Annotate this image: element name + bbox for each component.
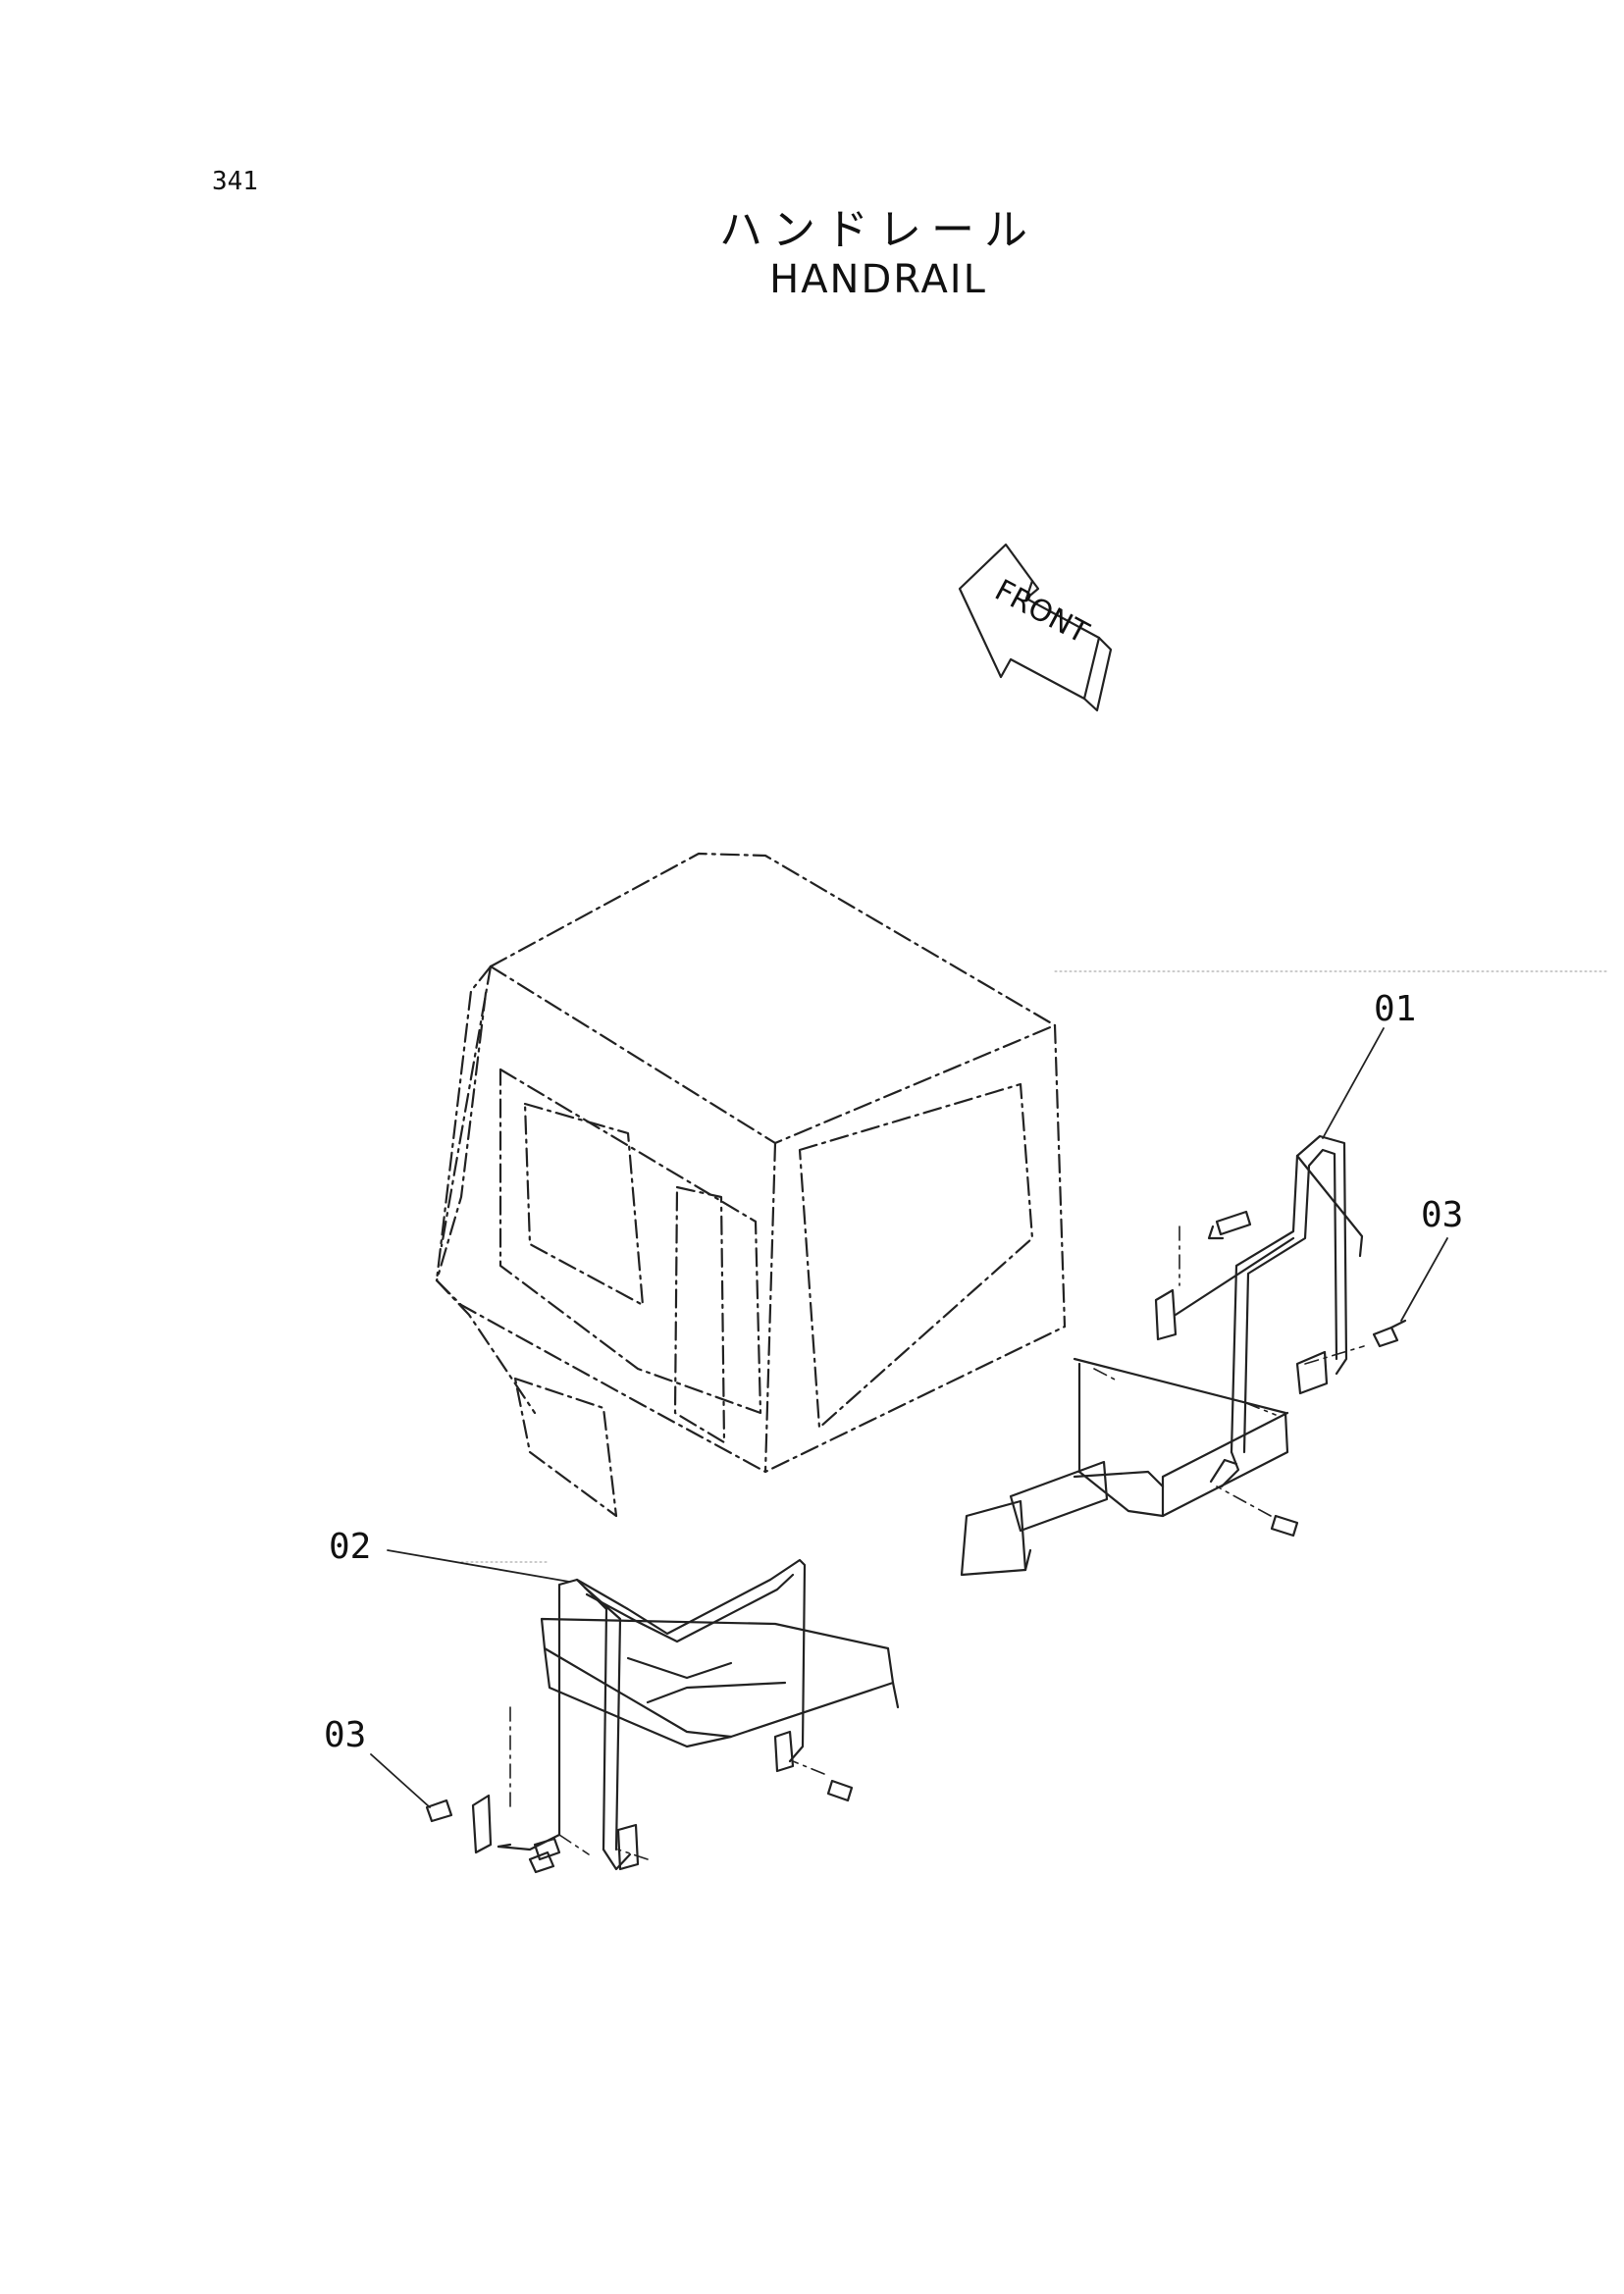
handrail-left-part-02 [471, 1558, 807, 1871]
bolt-icon [425, 1210, 1407, 1874]
base-frame [540, 1357, 1289, 1748]
callout-03-right: 03 [1421, 1195, 1463, 1235]
callout-01: 01 [1374, 989, 1416, 1029]
title-english: HANDRAIL [769, 257, 987, 302]
callout-02: 02 [329, 1527, 371, 1567]
cab-phantom-outline [435, 852, 1067, 1518]
front-arrow-icon [958, 543, 1113, 712]
front-arrow-label: FRONT [989, 573, 1095, 651]
reference-lines [460, 970, 1610, 1563]
title-japanese: ハンドレール [719, 205, 1037, 255]
page-number: 341 [212, 167, 258, 196]
callout-03-left: 03 [324, 1715, 366, 1755]
assembly-guide-lines [509, 1225, 1365, 1860]
callout-leaders [370, 1027, 1448, 1808]
handrail-right-part-01 [1154, 1134, 1364, 1488]
